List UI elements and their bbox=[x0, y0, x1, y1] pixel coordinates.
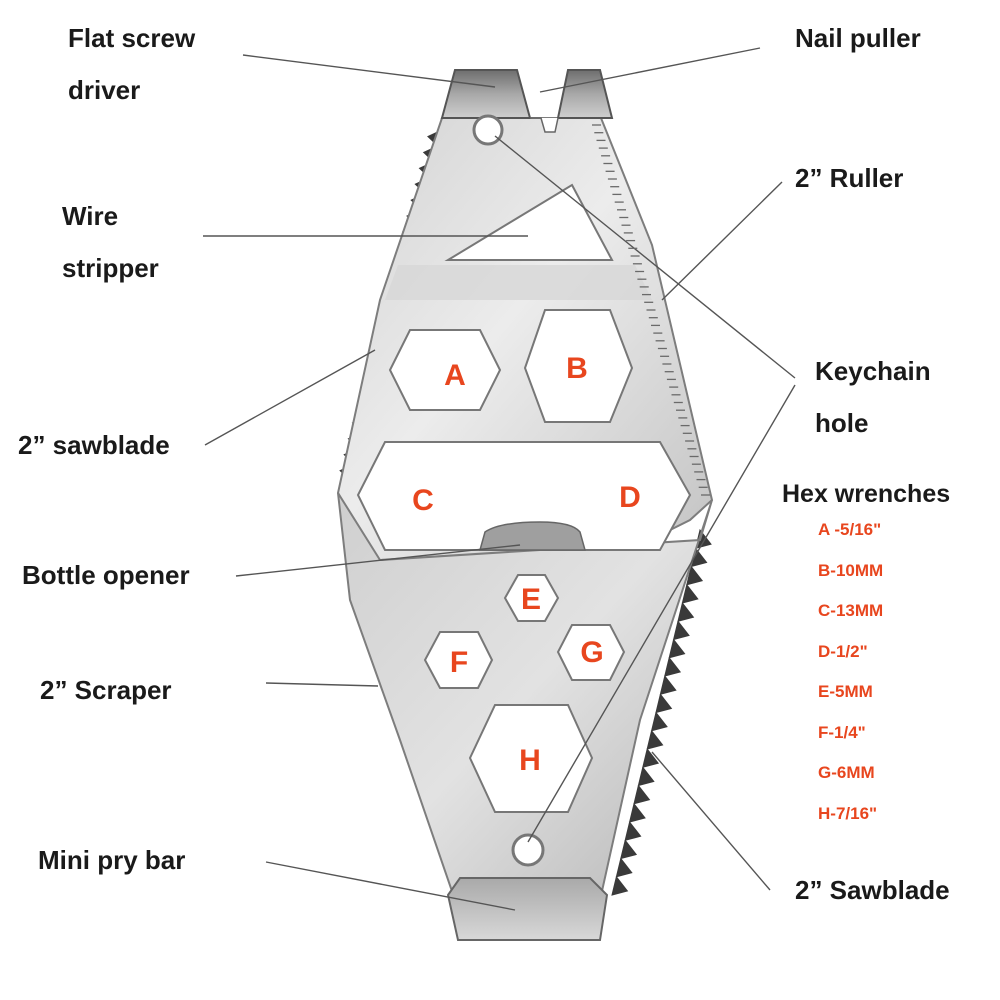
leader-keychain-top bbox=[494, 135, 796, 379]
hex-wrench-size: F-1/4" bbox=[818, 722, 866, 742]
keychain-hole-bottom bbox=[511, 833, 545, 867]
hex-letter-d: D bbox=[619, 481, 641, 514]
mini-pry-bar bbox=[446, 877, 609, 941]
hex-wrench-size: B-10MM bbox=[818, 560, 884, 580]
label-nail-puller: Nail puller bbox=[795, 23, 921, 53]
hex-letter-c: C bbox=[412, 484, 434, 517]
label-sawblade-right: 2” Sawblade bbox=[795, 875, 950, 905]
ruler-band bbox=[385, 265, 652, 300]
hex-hole-f bbox=[423, 631, 494, 689]
keychain-hole-top bbox=[472, 114, 504, 146]
bottle-opener-bump bbox=[479, 521, 586, 551]
hex-letter-a: A bbox=[444, 359, 466, 392]
hex-hole-cd bbox=[356, 441, 692, 551]
leader-ruler bbox=[661, 181, 783, 301]
hex-hole-e bbox=[503, 574, 560, 622]
hex-hole-a bbox=[388, 329, 502, 411]
leader-mini-pry-bar bbox=[265, 861, 516, 911]
hex-letter-f: F bbox=[450, 646, 468, 679]
hex-letter-e: E bbox=[521, 583, 541, 616]
label-keychain-hole: Keychain hole bbox=[815, 356, 931, 438]
hex-wrenches-title: Hex wrenches bbox=[782, 480, 951, 508]
hex-wrench-size: E-5MM bbox=[818, 682, 873, 701]
label-wire-stripper: Wire stripper bbox=[62, 201, 159, 283]
leader-keychain-bottom bbox=[527, 384, 796, 843]
saw-teeth-right bbox=[611, 528, 712, 896]
wire-stripper-cutout bbox=[444, 183, 614, 261]
label-mini-pry-bar: Mini pry bar bbox=[38, 845, 186, 875]
hex-letter-h: H bbox=[519, 744, 541, 777]
hex-hole-g bbox=[556, 624, 626, 681]
label-scraper: 2” Scraper bbox=[40, 675, 172, 705]
flat-screwdriver-tip bbox=[440, 69, 532, 119]
hex-wrench-size: G-6MM bbox=[818, 763, 875, 782]
hex-letter-g: G bbox=[580, 636, 603, 669]
leader-sawblade-left bbox=[204, 349, 376, 446]
leader-bottle-opener bbox=[235, 544, 521, 577]
label-bottle-opener: Bottle opener bbox=[22, 560, 190, 590]
leader-flat-screwdriver bbox=[242, 54, 496, 88]
leader-scraper bbox=[265, 682, 379, 687]
leader-nail-puller bbox=[539, 47, 761, 93]
leader-sawblade-right bbox=[651, 751, 771, 891]
label-flat-screwdriver: Flat screw driver bbox=[68, 23, 196, 105]
hex-wrench-size: H-7/16" bbox=[818, 803, 878, 823]
hex-wrench-size: D-1/2" bbox=[818, 641, 868, 661]
hex-hole-b bbox=[523, 309, 634, 423]
ruler-ticks bbox=[592, 124, 710, 496]
label-ruler: 2” Ruller bbox=[795, 163, 904, 193]
nail-puller-prong bbox=[556, 69, 614, 119]
hex-wrench-size: A -5/16" bbox=[818, 520, 882, 539]
hex-wrenches-list: A -5/16" B-10MM C-13MM D-1/2" E-5MM F-1/4" G-6… bbox=[818, 510, 883, 834]
hex-letter-b: B bbox=[566, 352, 588, 385]
label-sawblade-left: 2” sawblade bbox=[18, 430, 170, 460]
hex-wrench-size: C-13MM bbox=[818, 601, 884, 620]
nail-puller-notch bbox=[530, 117, 559, 133]
